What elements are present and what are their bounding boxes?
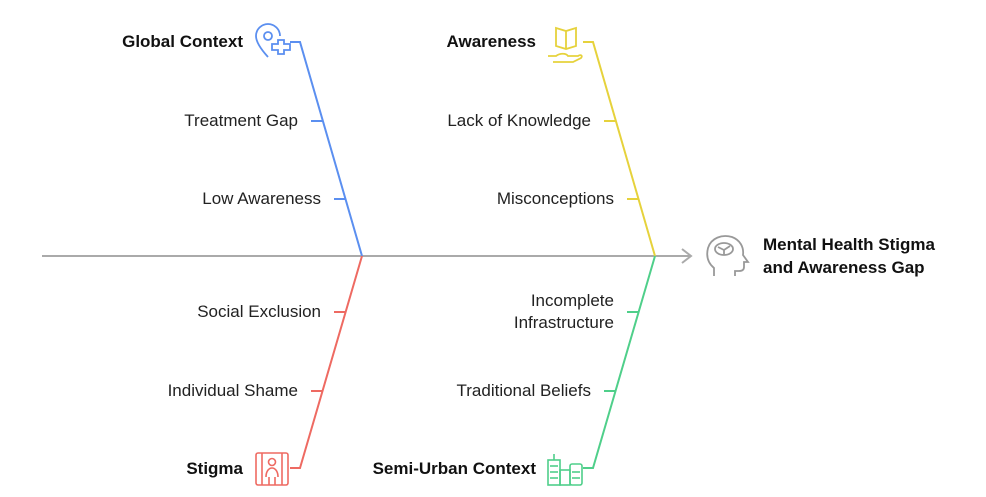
category-title-global: Global Context: [122, 32, 243, 51]
location-medical-icon: [255, 23, 291, 58]
cause-incomplete-infrastructure: Incomplete Infrastructure: [513, 291, 614, 332]
cause-social-exclusion: Social Exclusion: [197, 302, 321, 321]
category-title-semiurban: Semi-Urban Context: [372, 459, 536, 478]
category-title-stigma: Stigma: [186, 459, 243, 478]
cause-treatment-gap: Treatment Gap: [184, 111, 298, 130]
spine-arrowhead: [681, 248, 693, 264]
category-title-awareness: Awareness: [446, 32, 536, 51]
cause-traditional-beliefs: Traditional Beliefs: [456, 381, 592, 400]
bone-awareness: [583, 41, 656, 257]
prisoner-bars-icon: [255, 452, 289, 486]
cause-low-awareness: Low Awareness: [202, 189, 321, 208]
cause-lack-of-knowledge: Lack of Knowledge: [447, 111, 591, 130]
head-brain-icon: [706, 235, 750, 276]
effect-title-line2: and Awareness Gap: [763, 258, 925, 277]
cause-individual-shame: Individual Shame: [167, 381, 298, 400]
bone-semiurban: [583, 255, 656, 469]
bone-stigma: [290, 255, 363, 469]
book-hand-icon: [548, 26, 583, 63]
city-buildings-icon: [547, 454, 583, 486]
bone-global: [290, 41, 363, 257]
effect-title-line1: Mental Health Stigma: [763, 235, 935, 254]
cause-misconceptions: Misconceptions: [496, 189, 614, 208]
